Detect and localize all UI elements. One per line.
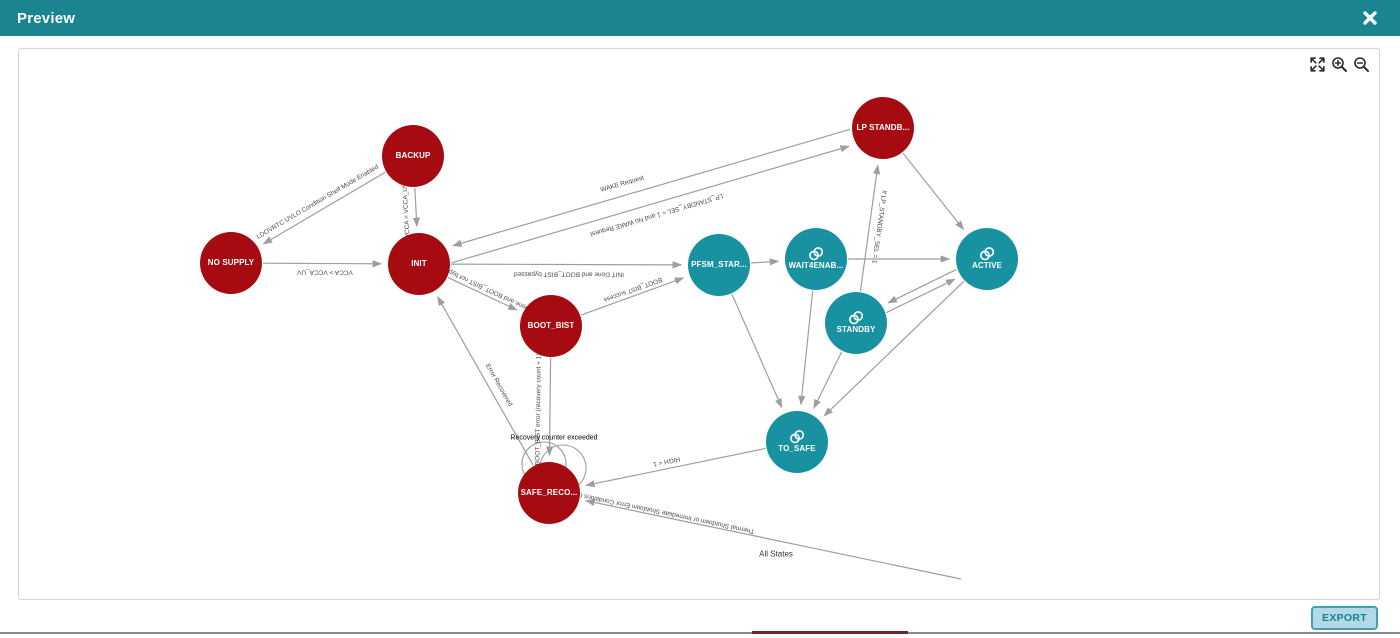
node-label: SAFE_RECO... [520,488,578,497]
node-label: WAIT4ENAB... [788,262,844,271]
link-icon [790,430,805,444]
zoom-out-icon[interactable] [1353,56,1370,73]
node-lp_standby[interactable]: LP STANDB... [852,97,914,159]
edge-pfsm_start-to_safe [731,294,783,409]
edge-active-to_safe [823,280,965,417]
diagram-canvas[interactable]: LDOVRTC UVLO Condition Shelf Mode Enable… [18,48,1380,600]
node-label: STANDBY [836,326,876,335]
edge-standby-lp_standby [859,164,881,292]
edge-wait4enable-to_safe [798,290,814,406]
zoom-toolbar [1309,56,1370,73]
edge-label: LDOVRTC UVLO Condition Shelf Mode Enable… [256,163,381,240]
edge-no_supply-init [262,260,383,268]
edge-lp_standby-active [902,152,965,231]
node-to_safe[interactable]: TO_SAFE [766,411,828,473]
edge-label: LP_STANDBY_SEL = 1 and No WAKE Request [589,192,724,238]
edge-standby-to_safe [813,351,843,410]
node-label: LP STANDB... [856,123,910,132]
export-button[interactable]: EXPORT [1311,606,1378,630]
node-label: TO_SAFE [778,445,816,454]
recovery-counter-label: Recovery counter exceeded [510,434,598,442]
node-pfsm_start[interactable]: PFSM_STAR... [688,234,750,296]
node-no_supply[interactable]: NO SUPPLY [200,232,262,294]
edge-all-states-safe_recovery [585,498,962,580]
node-label: ACTIVE [972,262,1002,271]
state-graph: LDOVRTC UVLO Condition Shelf Mode Enable… [256,128,965,580]
node-label: INIT [411,259,427,268]
node-label: NO SUPPLY [207,258,255,267]
node-backup[interactable]: BACKUP [382,125,444,187]
node-label: BOOT_BIST [527,321,575,330]
edge-label: BOOT_BIST error (recovery count + 1) [534,353,542,465]
edge-boot_bist-pfsm_start [580,277,685,316]
zoom-in-icon[interactable] [1331,56,1348,73]
edge-init-lp_standby [451,145,850,264]
node-wait4enable[interactable]: WAIT4ENAB... [785,228,847,290]
node-boot_bist[interactable]: BOOT_BIST [520,295,582,357]
node-active[interactable]: ACTIVE [956,228,1018,290]
edge-label: INIT Done and BOOT_BIST bypassed [514,270,624,277]
link-icon [849,311,864,325]
edge-active-standby [887,268,957,304]
all-states-label: All States [759,549,793,559]
edge-init-pfsm_start [450,261,683,269]
edge-backup-init [412,187,421,228]
edge-safe_recovery-init [437,296,534,466]
edge-label: BOOT_BIST success [602,276,663,304]
edge-boot_bist-safe_recovery [545,357,554,457]
node-standby[interactable]: STANDBY [825,292,887,354]
link-icon [980,247,995,261]
edge-pfsm_start-wait4enable [750,258,780,266]
node-safe_recovery[interactable]: SAFE_RECO... [518,462,580,524]
edge-label: VCCA > VCCA_UV [296,268,353,275]
edge-to_safe-safe_recovery [585,447,766,488]
edge-standby-active [886,278,956,314]
edge-label: VCCA > VCCA_UV [401,182,411,239]
background-page-accent [752,631,908,634]
link-icon [809,247,824,261]
modal-title: Preview [17,9,76,27]
node-label: BACKUP [395,151,431,160]
fit-screen-icon[interactable] [1309,56,1326,73]
background-page-edge [0,632,1400,634]
node-init[interactable]: INIT [388,233,450,295]
edge-label: HIGH = 1 [652,455,681,467]
modal-header: Preview [0,0,1400,36]
edge-backup-no_supply [262,171,386,245]
edge-lp_standby-init [452,128,851,247]
close-icon[interactable] [1362,10,1378,26]
node-label: PFSM_STAR... [691,260,747,269]
edge-init-boot_bist [447,277,518,311]
